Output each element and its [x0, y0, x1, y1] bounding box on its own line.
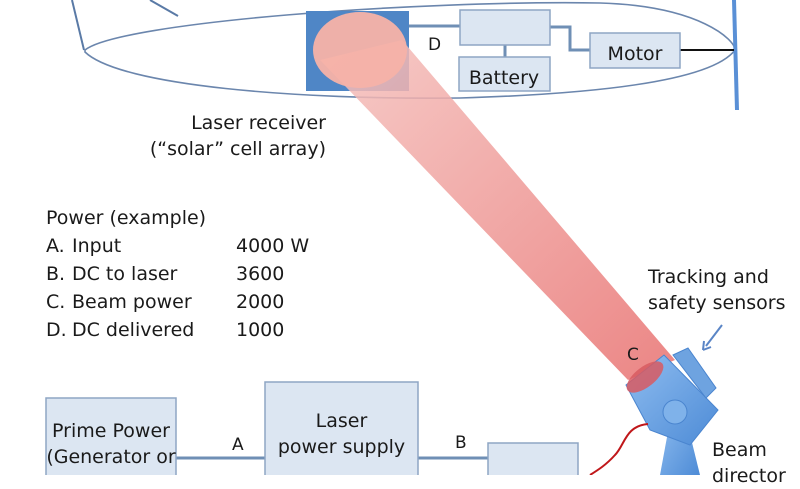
power-row-name: Beam power	[72, 291, 192, 313]
sensors-label: Tracking and safety sensors	[648, 264, 786, 316]
motor-box	[589, 32, 681, 69]
power-row-value: 2000	[236, 291, 285, 313]
laser-beam	[320, 40, 675, 380]
sensors-label-line2: safety sensors	[648, 292, 786, 314]
power-row: C. Beam power 2000	[46, 288, 309, 316]
power-table-title: Power (example)	[46, 207, 207, 229]
power-row-value: 3600	[236, 263, 285, 285]
power-row-name: DC delivered	[72, 319, 195, 341]
power-converter-box	[459, 9, 551, 46]
power-row-name: Input	[72, 235, 122, 257]
beam-director-line1: Beam	[712, 439, 767, 461]
receiver-label-line2: (“solar” cell array)	[149, 138, 326, 160]
laser-power-supply-line2: power supply	[277, 436, 406, 458]
laser-power-supply-label: Laser power supply	[265, 408, 418, 460]
laser-power-supply-line1: Laser	[315, 410, 368, 432]
power-row-letter: B.	[46, 263, 66, 285]
receiver-label-line1: Laser receiver	[191, 112, 326, 134]
motor-label: Motor	[608, 43, 663, 65]
point-label-d: D	[428, 35, 441, 55]
sensors-label-line1: Tracking and	[648, 266, 769, 288]
prime-power-line1: Prime Power	[52, 420, 170, 442]
propeller	[732, 0, 739, 111]
point-label-c: C	[627, 345, 639, 365]
power-row-name: DC to laser	[72, 263, 178, 285]
prime-power-box	[45, 397, 177, 475]
power-row-value: 4000 W	[236, 235, 310, 257]
prime-power-label: Prime Power (Generator or	[46, 418, 176, 470]
aircraft-tail	[71, 0, 179, 51]
laser-box	[487, 442, 579, 475]
power-table: Power (example) A. Input 4000 W B. DC to…	[46, 204, 309, 344]
power-row-letter: C.	[46, 291, 66, 313]
beam-spot	[313, 12, 407, 88]
power-row-letter: A.	[46, 235, 65, 257]
beam-director-label: Beam director	[712, 437, 786, 489]
receiver-label: Laser receiver (“solar” cell array)	[148, 110, 326, 162]
fiber-cable	[589, 423, 649, 475]
point-label-b: B	[455, 433, 467, 453]
beam-director	[625, 347, 719, 475]
power-row: D. DC delivered 1000	[46, 316, 309, 344]
sensor-pointer-arrow	[702, 324, 723, 351]
power-row: B. DC to laser 3600	[46, 260, 309, 288]
laser-power-supply-box	[264, 381, 419, 475]
wire-converter-motor	[550, 25, 590, 52]
laser-power-beaming-diagram: Battery Motor D A B C	[45, 0, 739, 475]
power-row-value: 1000	[236, 319, 285, 341]
battery-label: Battery	[469, 67, 539, 89]
battery-box	[458, 56, 551, 92]
beam-director-line2: director	[712, 465, 786, 487]
point-label-a: A	[232, 435, 244, 455]
power-row: A. Input 4000 W	[46, 232, 309, 260]
power-row-letter: D.	[46, 319, 67, 341]
prime-power-line2: (Generator or	[46, 446, 176, 468]
